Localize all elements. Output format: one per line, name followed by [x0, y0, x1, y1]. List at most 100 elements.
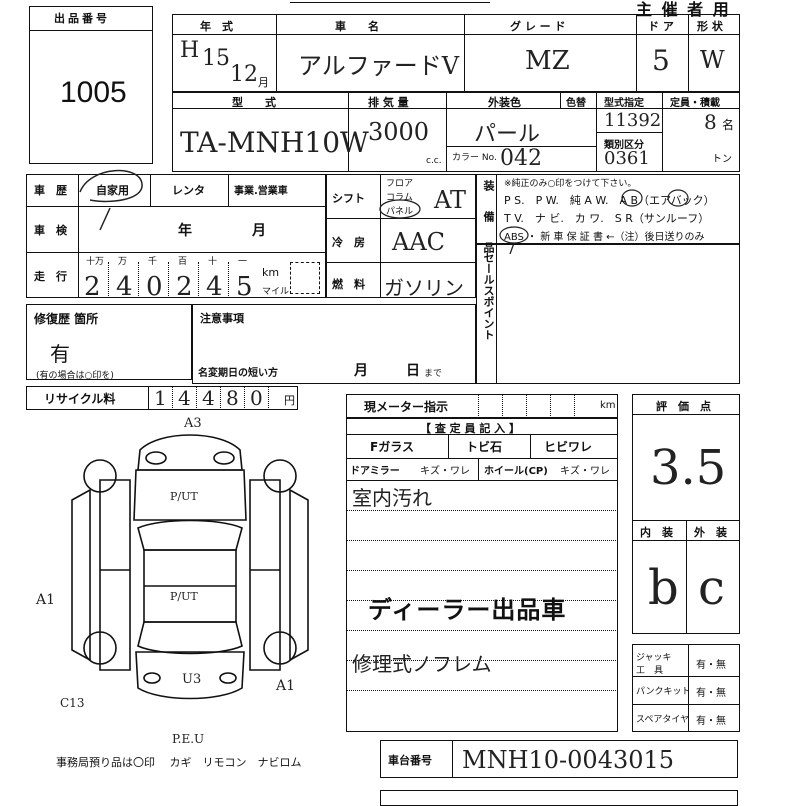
wheel-option: キズ・ワレ [560, 466, 610, 477]
repair-label: 修復歴 箇所 [34, 312, 99, 326]
remark-interior: 室内汚れ [352, 486, 432, 510]
month-value: 12 [230, 62, 258, 87]
mileage-digit: 4 [206, 272, 223, 302]
f-glass-label: Fガラス [370, 440, 414, 454]
year-label: 年 式 [200, 20, 233, 33]
chassis-box [380, 740, 738, 778]
damage-mark: A1 [276, 678, 296, 694]
equipment-label-1: 装 備 品 [482, 180, 495, 261]
damage-mark: A1 [36, 592, 56, 608]
recycle-digit: 4 [202, 386, 215, 410]
model-value: TA-MNH10W [180, 126, 369, 159]
repair-box [26, 304, 192, 380]
mileage-check-box [290, 262, 320, 294]
exterior-label: 外 装 [694, 526, 727, 539]
header-faint-line [290, 2, 490, 3]
lot-number: 1005 [60, 76, 127, 109]
equipment-line3: ABS ・ 新 車 保 証 書 ←（注）後日送りのみ [504, 232, 705, 243]
doors-value: 5 [652, 44, 670, 77]
mirror-option: キズ・ワレ [420, 466, 470, 477]
shift-panel: パネル [386, 207, 414, 217]
recycle-unit: 円 [284, 394, 295, 407]
inspection-year-unit: 年 [178, 223, 192, 239]
lot-box [29, 6, 153, 164]
repair-value: 有 [50, 342, 70, 366]
equipment-note: ※純正のみ○印をつけて下さい。 [504, 179, 637, 189]
recycle-digit: 1 [154, 386, 167, 410]
equipment-box [476, 174, 740, 244]
panel-circle-mark [379, 199, 421, 219]
grade-value: MZ [525, 46, 570, 76]
type-designation-value: 11392 [604, 110, 662, 131]
meter-label: 現メーター指示 [364, 400, 449, 414]
history-circle-mark [79, 169, 143, 231]
recycle-digit: 4 [178, 386, 191, 410]
inspection-month-unit: 月 [252, 223, 266, 239]
displacement-label: 排 気 量 [368, 96, 409, 109]
type-designation-label: 型式指定 [604, 98, 644, 109]
damage-mark: P/UT [170, 490, 198, 503]
remark-repair: 修理式ノフレム [352, 652, 492, 676]
category-value: 0361 [604, 148, 650, 169]
inspector-box [346, 418, 618, 732]
spare-option: 有・無 [696, 716, 726, 727]
color-number-label: カラー No. [452, 153, 497, 163]
ac-value: AAC [392, 228, 446, 256]
bottom-partial-box [380, 790, 738, 806]
mileage-digit: 4 [116, 272, 133, 302]
displacement-value: 3000 [368, 118, 430, 146]
car-name-value: アルファードV [298, 52, 460, 80]
recycle-label: リサイクル料 [44, 392, 116, 406]
grade-score: 3.5 [650, 440, 727, 496]
diagram-caption: 事務局預り品は〇印 カギ リモコン ナビロム [56, 756, 302, 769]
damage-mark: A3 [184, 416, 202, 431]
color-change-label: 色替 [566, 98, 586, 109]
interior-label: 内 装 [640, 526, 673, 539]
mileage-digit: 2 [84, 272, 101, 302]
km-unit: km [262, 266, 280, 279]
digit-header: 一 [238, 257, 248, 267]
digit-header: 十万 [86, 257, 105, 267]
model-label: 型 式 [232, 96, 276, 109]
color-number-value: 042 [500, 146, 542, 171]
sales-point-box [476, 244, 740, 384]
car-name-label: 車 名 [335, 20, 379, 33]
mileage-digit: 0 [146, 272, 163, 302]
digit-header: 百 [178, 257, 188, 267]
damage-mark: U3 [182, 672, 202, 687]
mile-unit: マイル [262, 287, 290, 297]
doors-label: ド ア [648, 20, 674, 33]
tools-box [632, 644, 740, 732]
jack-option: 有・無 [696, 660, 726, 671]
dealer-stamp: ディーラー出品車 [368, 595, 567, 624]
hibi-label: ヒビワレ [544, 440, 593, 454]
wheel-label: ホイール(CP) [484, 466, 548, 477]
capacity-value: 8 [704, 110, 717, 134]
ton-unit: トン [712, 154, 732, 165]
vehicle-row1 [172, 14, 740, 92]
equipment-line2: T V. ナ ビ. カ ワ. S R（サンルーフ） [504, 212, 710, 225]
damage-mark: P.E.U [172, 732, 205, 746]
sales-point-label: セールスポイント [482, 252, 495, 340]
inspector-header: 【 査 定 員 記 入 】 [420, 422, 520, 435]
name-change-day: 日 [406, 363, 420, 379]
digit-header: 万 [118, 257, 128, 267]
shift-label: シフト [332, 192, 365, 205]
mileage-digit: 5 [236, 272, 253, 302]
mirror-label: ドアミラー [350, 466, 400, 477]
repair-note: (有の場合は○印を) [36, 371, 114, 381]
vehicle-row2 [172, 92, 740, 172]
exterior-grade: c [698, 560, 725, 616]
history-own: 自家用 [96, 184, 129, 197]
recycle-digit: 0 [250, 386, 263, 410]
digit-header: 十 [208, 257, 218, 267]
interior-grade: b [648, 560, 679, 616]
grade-label: グ レ ー ド [510, 20, 566, 33]
notes-label: 注意事項 [200, 312, 244, 325]
lot-label: 出品番号 [54, 12, 110, 25]
shift-floor: フロア [386, 179, 414, 189]
puncture-option: 有・無 [696, 688, 726, 699]
capacity-label: 定員・積載 [670, 98, 720, 109]
damage-mark: P/UT [170, 590, 198, 603]
ac-label: 冷 房 [332, 236, 365, 249]
